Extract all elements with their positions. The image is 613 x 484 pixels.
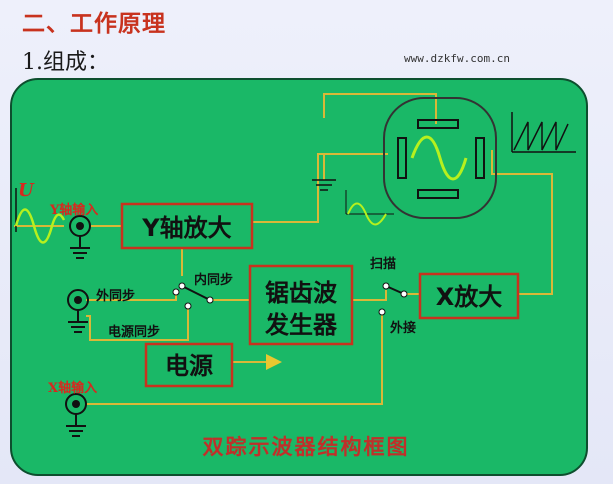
ext-sync-label: 外同步 bbox=[95, 288, 135, 304]
page-heading: 二、工作原理 bbox=[22, 10, 166, 37]
scan-label: 扫描 bbox=[370, 256, 396, 272]
sync-switch-blade bbox=[181, 285, 211, 301]
x-input-terminal[interactable] bbox=[65, 393, 87, 437]
x-input-label: X轴输入 bbox=[48, 380, 97, 396]
svg-text:发生器: 发生器 bbox=[264, 311, 338, 339]
diagram-caption: 双踪示波器结构框图 bbox=[203, 434, 410, 459]
signal-label: U bbox=[18, 180, 35, 201]
y-amplifier-block: Y轴放大 bbox=[120, 202, 254, 250]
svg-text:锯齿波: 锯齿波 bbox=[265, 279, 338, 307]
y-input-terminal[interactable] bbox=[69, 215, 91, 259]
svg-text:X放大: X放大 bbox=[436, 283, 503, 311]
amplified-sine-plot bbox=[345, 190, 394, 226]
wiring bbox=[86, 93, 553, 405]
crt-tube bbox=[383, 97, 497, 219]
sawtooth-waveform-plot bbox=[511, 112, 576, 153]
external-label: 外接 bbox=[389, 320, 416, 336]
sawtooth-generator-block: 锯齿波 发生器 bbox=[248, 264, 354, 346]
power-sync-label: 电源同步 bbox=[108, 324, 160, 340]
website-watermark: www.dzkfw.com.cn bbox=[404, 52, 510, 65]
ext-sync-terminal[interactable] bbox=[67, 289, 89, 333]
x-amplifier-block: X放大 bbox=[418, 272, 520, 320]
section-subheading: 1.组成： bbox=[22, 50, 109, 75]
svg-text:电源: 电源 bbox=[165, 352, 213, 380]
y-input-label: Y轴输入 bbox=[49, 202, 98, 218]
crt-ground-icon bbox=[312, 179, 336, 191]
switch-contacts bbox=[172, 282, 408, 316]
power-supply-block: 电源 bbox=[144, 342, 234, 388]
int-sync-label: 内同步 bbox=[194, 272, 233, 288]
input-signal-plot: U bbox=[14, 180, 66, 244]
svg-text:Y轴放大: Y轴放大 bbox=[141, 214, 231, 242]
